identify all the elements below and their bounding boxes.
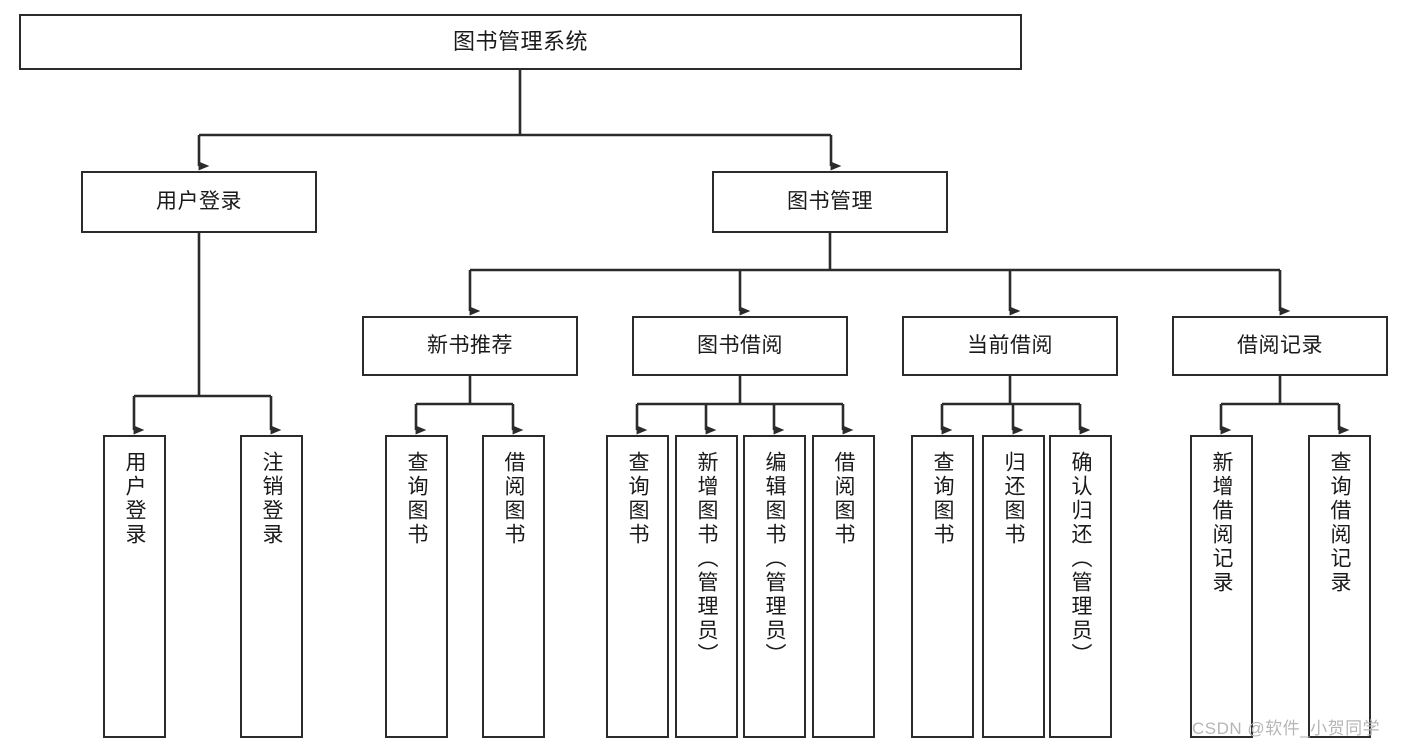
node-leaf-add-borrow-record[interactable]: 新增借阅记录 [1190, 435, 1253, 738]
edges-root-to-level2 [197, 70, 842, 171]
node-root-book-management-system[interactable]: 图书管理系统 [19, 14, 1022, 70]
node-label: 归还图书 [1002, 451, 1025, 547]
node-current-borrow[interactable]: 当前借阅 [902, 316, 1118, 376]
node-label: 新增借阅记录 [1210, 451, 1233, 595]
node-leaf-confirm-return-admin[interactable]: 确认归还（管理员） [1049, 435, 1112, 738]
node-leaf-user-logout[interactable]: 注销登录 [240, 435, 303, 738]
node-label: 新增图书（管理员） [695, 451, 718, 667]
node-leaf-query-book-borrow[interactable]: 查询图书 [606, 435, 669, 738]
node-label: 借阅图书 [502, 451, 525, 547]
node-leaf-query-book-current[interactable]: 查询图书 [911, 435, 974, 738]
node-leaf-query-book-recommend[interactable]: 查询图书 [385, 435, 448, 738]
node-label: 查询图书 [931, 451, 954, 547]
node-label: 图书管理 [787, 189, 873, 213]
node-label: 注销登录 [260, 451, 283, 547]
node-book-borrow[interactable]: 图书借阅 [632, 316, 848, 376]
csdn-watermark: CSDN @软件_小贺同学 [1192, 719, 1381, 738]
node-leaf-borrow-book-recommend[interactable]: 借阅图书 [482, 435, 545, 738]
node-label: 编辑图书（管理员） [763, 451, 786, 667]
edges-booksmanage-to-level3 [468, 233, 1291, 316]
node-label: 借阅图书 [832, 451, 855, 547]
node-label: 查询图书 [405, 451, 428, 547]
node-label: 查询借阅记录 [1328, 451, 1351, 595]
node-leaf-edit-book-admin[interactable]: 编辑图书（管理员） [743, 435, 806, 738]
node-user-login[interactable]: 用户登录 [81, 171, 317, 233]
node-label: 借阅记录 [1237, 333, 1323, 357]
node-leaf-borrow-book[interactable]: 借阅图书 [812, 435, 875, 738]
edges-userlogin-to-leaves [132, 233, 282, 435]
node-label: 确认归还（管理员） [1069, 451, 1092, 667]
node-label: 图书管理系统 [452, 29, 588, 55]
edges-borrowrecord-to-leaves [1219, 376, 1350, 435]
edges-bookborrow-to-leaves [635, 376, 854, 435]
node-leaf-query-borrow-record[interactable]: 查询借阅记录 [1308, 435, 1371, 738]
node-label: 查询图书 [626, 451, 649, 547]
node-borrow-record[interactable]: 借阅记录 [1172, 316, 1388, 376]
node-label: 用户登录 [156, 189, 242, 213]
node-leaf-return-book[interactable]: 归还图书 [982, 435, 1045, 738]
node-label: 当前借阅 [967, 333, 1053, 357]
node-leaf-user-login[interactable]: 用户登录 [103, 435, 166, 738]
edges-newbook-to-leaves [414, 376, 524, 435]
edges-currentborrow-to-leaves [940, 376, 1091, 435]
node-label: 新书推荐 [427, 333, 513, 357]
node-label: 用户登录 [123, 451, 146, 547]
node-label: 图书借阅 [697, 333, 783, 357]
node-leaf-add-book-admin[interactable]: 新增图书（管理员） [675, 435, 738, 738]
node-book-management[interactable]: 图书管理 [712, 171, 948, 233]
node-new-book-recommend[interactable]: 新书推荐 [362, 316, 578, 376]
